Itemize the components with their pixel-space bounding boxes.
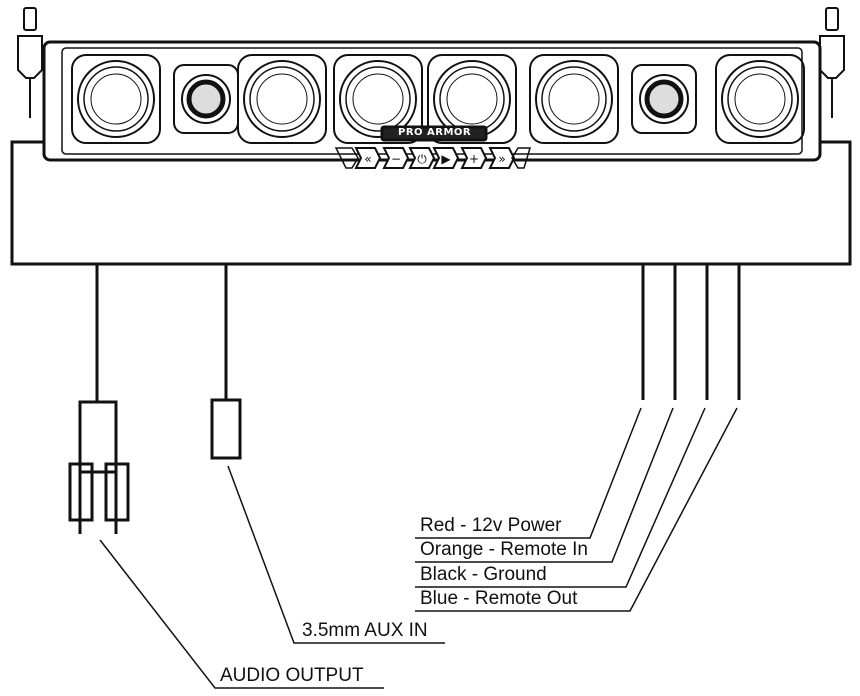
woofer-driver [529, 54, 619, 144]
control-panel-caps [334, 147, 532, 169]
svg-text:+: + [469, 152, 479, 166]
left-mount-bracket [17, 7, 43, 118]
audio-output-cable [68, 264, 130, 534]
woofer-driver [333, 54, 423, 144]
leader-orange [415, 407, 674, 563]
plus-icon[interactable]: + [460, 147, 488, 169]
power-wires [641, 264, 741, 400]
aux-plug [210, 398, 242, 460]
woofer-driver [715, 54, 805, 144]
leader-black [415, 407, 706, 588]
brand-plate [380, 125, 488, 142]
leader-aux [227, 465, 445, 644]
wire-label-orange: Orange - Remote In [420, 539, 588, 560]
wire-label-black: Black - Ground [420, 564, 547, 585]
rca-plug-left [68, 462, 94, 522]
tweeter-driver [631, 64, 697, 134]
rca-plug-right [104, 462, 130, 522]
woofer-driver [71, 54, 161, 144]
leader-red [415, 407, 642, 539]
wire-label-blue: Blue - Remote Out [420, 588, 578, 609]
right-mount-bracket [819, 7, 845, 118]
leader-blue [415, 407, 738, 612]
main-cable-frame [10, 140, 852, 266]
aux-cable [210, 264, 242, 460]
back-icon[interactable]: « [354, 147, 382, 169]
svg-text:−: − [391, 152, 401, 166]
audio-output-label: AUDIO OUTPUT [220, 665, 364, 686]
svg-text:«: « [364, 152, 371, 166]
tweeter-driver [173, 64, 239, 134]
svg-text:▶: ▶ [441, 152, 451, 166]
play-pause-icon[interactable]: ▶ [432, 147, 460, 169]
brand-logo-text: PRO ARMOR [398, 127, 472, 138]
svg-text:⏻: ⏻ [417, 152, 427, 166]
aux-in-label: 3.5mm AUX IN [302, 620, 428, 641]
leader-audio-output [99, 539, 384, 689]
woofer-driver [237, 54, 327, 144]
svg-text:»: » [498, 152, 505, 166]
power-icon[interactable]: ⏻ [408, 147, 436, 169]
forward-icon[interactable]: » [488, 147, 516, 169]
minus-icon[interactable]: − [382, 147, 410, 169]
wire-label-red: Red - 12v Power [420, 515, 562, 536]
